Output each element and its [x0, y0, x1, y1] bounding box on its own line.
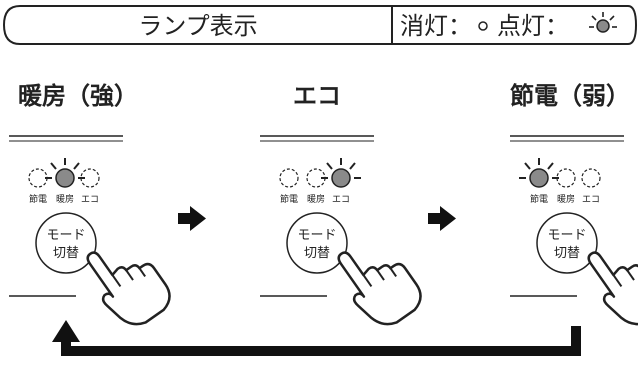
mode-title: エコ: [293, 82, 341, 110]
next-arrow-2: [428, 206, 456, 231]
lamp-label: エコ: [582, 195, 600, 205]
lamp-label: エコ: [332, 195, 350, 205]
unlit-lamp-icon: [581, 168, 601, 188]
pointing-hand-icon: [86, 251, 171, 326]
unlit-lamp-icon: [478, 21, 488, 31]
lamp-label: 節電: [29, 193, 47, 205]
unlit-lamp-icon: [28, 168, 48, 188]
legend-on-label: 点灯：: [497, 12, 569, 40]
button-label-line2: 切替: [53, 246, 79, 261]
pointing-hand-icon: [587, 251, 638, 326]
lamp-label: 節電: [530, 193, 548, 205]
mode-panel: エコ節電暖房エコモード切替: [260, 82, 422, 326]
lit-lamp-icon: [321, 158, 361, 188]
header-bar: ランプ表示 消灯： 点灯：: [2, 5, 638, 45]
unlit-lamp-icon: [279, 168, 299, 188]
legend-off-label: 消灯：: [400, 12, 472, 40]
lamp-label: 暖房: [56, 193, 74, 205]
mode-title: 暖房（強）: [18, 82, 138, 110]
return-arrow: [52, 320, 581, 356]
mode-title: 節電（弱）: [510, 82, 630, 110]
next-arrow-1: [178, 206, 206, 231]
button-label-line1: モード: [46, 228, 85, 243]
lit-lamp-icon: [45, 158, 85, 188]
lit-lamp-icon: [589, 12, 617, 33]
unlit-lamp-icon: [80, 168, 100, 188]
mode-panel: 節電（弱） 節電暖房エコモード切替: [510, 82, 638, 326]
lamp-label: エコ: [81, 195, 99, 205]
button-label-line1: モード: [297, 228, 336, 243]
lamp-label: 暖房: [557, 193, 575, 205]
lamp-label: 節電: [280, 193, 298, 205]
button-label-line2: 切替: [304, 246, 330, 261]
button-label-line1: モード: [547, 228, 586, 243]
button-label-line2: 切替: [554, 246, 580, 261]
lit-lamp-icon: [519, 158, 559, 188]
header-label: ランプ表示: [138, 12, 257, 40]
lamp-label: 暖房: [307, 193, 325, 205]
pointing-hand-icon: [337, 251, 422, 326]
mode-panel: 暖房（強） 節電暖房エコモード切替: [9, 82, 171, 326]
unlit-lamp-icon: [556, 168, 576, 188]
